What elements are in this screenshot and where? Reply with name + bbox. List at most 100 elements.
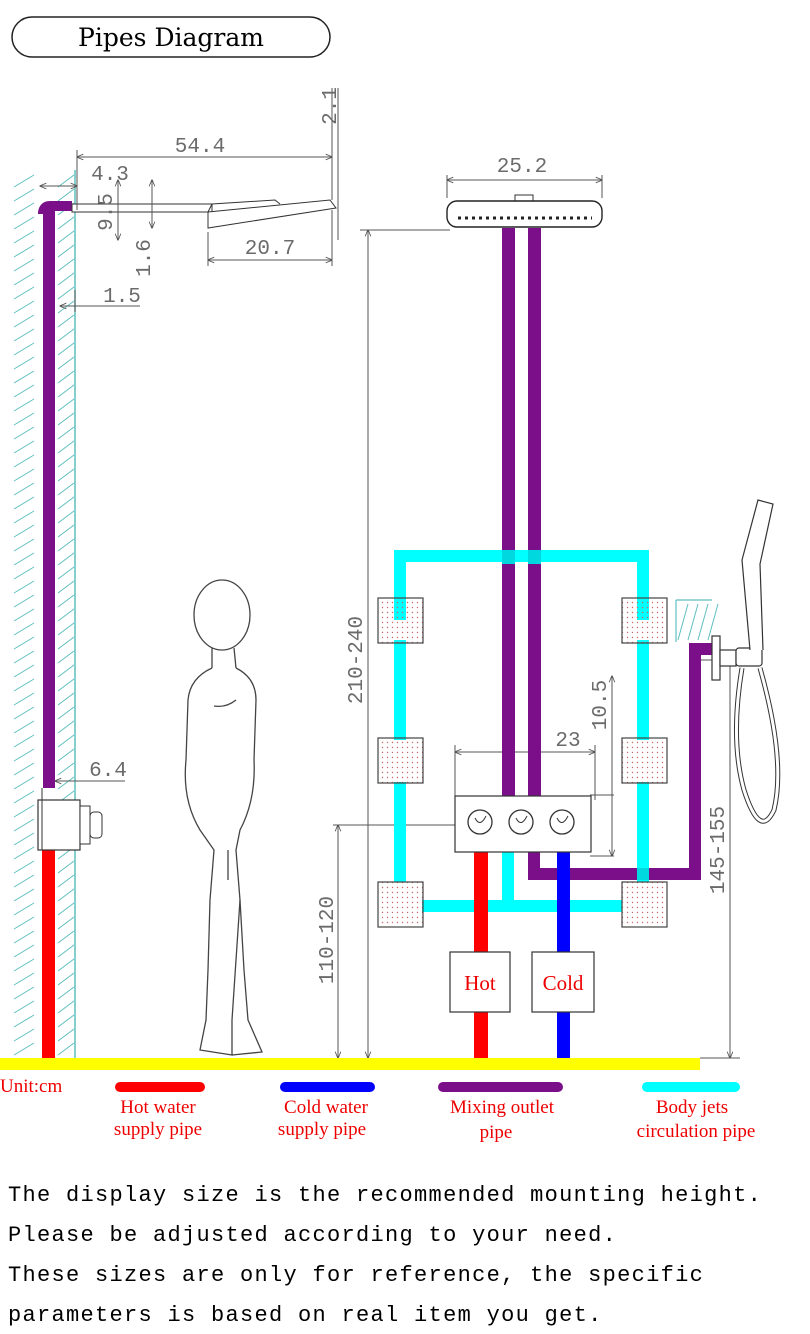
cold-box: Cold <box>531 951 595 1013</box>
wall-hatch-line <box>57 314 75 328</box>
svg-text:Body jets: Body jets <box>656 1097 728 1118</box>
wall-hatch-line <box>13 748 35 762</box>
svg-text:pipe: pipe <box>480 1122 513 1143</box>
wall-hatch-line <box>13 510 35 524</box>
wall-hatch-line <box>13 412 35 426</box>
wall-hatch-line <box>57 1014 75 1028</box>
body-jets-pipe <box>394 550 649 912</box>
wall-hatch-line <box>57 706 75 720</box>
wall-hatch-line <box>13 314 35 328</box>
wall-hatch-line <box>13 1028 35 1042</box>
wall-hatch-line <box>13 790 35 804</box>
left-dimensions: 54.4 4.3 9.5 1.6 20.7 2.1 1.5 6.4 <box>40 87 343 783</box>
hand-shower <box>711 499 781 824</box>
title-badge: Pipes Diagram <box>11 16 331 58</box>
wall-hatch-line <box>57 300 75 314</box>
note-line-1: The display size is the recommended moun… <box>8 1183 763 1208</box>
body-jet <box>377 881 424 928</box>
wall-hatch-line <box>13 328 35 342</box>
wall-hatch-line <box>13 986 35 1000</box>
wall-hatch-line <box>13 664 35 678</box>
wall-hatch-line <box>13 832 35 846</box>
wall-hatch-line <box>57 776 75 790</box>
wall-hatch-line <box>57 230 75 244</box>
wall-hatch-line <box>57 720 75 734</box>
wall-hatch-line <box>57 664 75 678</box>
wall-hatch-line <box>13 370 35 384</box>
wall-hatch-line <box>13 916 35 930</box>
wall-hatch-line <box>57 692 75 706</box>
svg-text:Mixing outlet: Mixing outlet <box>450 1097 555 1118</box>
wall-hatch-line <box>13 804 35 818</box>
wall-hatch-line <box>57 510 75 524</box>
legend-item-cold: Cold water supply pipe <box>278 1082 375 1140</box>
wall-hatch-line <box>13 650 35 664</box>
wall-hatch-line <box>13 1042 35 1056</box>
wall-hatch-line <box>13 594 35 608</box>
wall-hatch-line <box>13 902 35 916</box>
unit-label: Unit:cm <box>0 1076 62 1097</box>
svg-text:Cold water: Cold water <box>284 1097 369 1118</box>
wall-hatch-line <box>13 244 35 258</box>
wall-hatch-line <box>13 972 35 986</box>
wall-hatch-line <box>57 650 75 664</box>
dim-210-240: 210-240 <box>346 616 369 704</box>
wall-hatch-line <box>57 454 75 468</box>
wall-hatch-line <box>13 482 35 496</box>
wall-hatch-line <box>13 552 35 566</box>
right-dimensions: 25.2 210-240 110-120 23 10.5 145-155 <box>317 156 740 1058</box>
wall-hatch-line <box>697 603 709 641</box>
wall-hatch-line <box>13 300 35 314</box>
human-figure <box>184 579 263 1056</box>
legend-item-bodyjets: Body jets circulation pipe <box>637 1082 755 1142</box>
side-shower-head <box>71 199 337 229</box>
wall-hatch-line <box>13 258 35 272</box>
wall-hatch-line <box>57 958 75 972</box>
wall-hatch-line <box>57 384 75 398</box>
hot-box: Hot <box>449 951 511 1013</box>
wall-hatch-line <box>13 944 35 958</box>
dim-10-5: 10.5 <box>590 680 613 730</box>
note-line-2: Please be adjusted according to your nee… <box>8 1223 618 1248</box>
wall-hatch-line <box>57 902 75 916</box>
wall-hatch-line <box>57 874 75 888</box>
cold-label: Cold <box>543 971 584 995</box>
body-jet <box>621 881 668 928</box>
wall-hatch-line <box>13 720 35 734</box>
wall-hatch-line <box>13 860 35 874</box>
svg-text:Hot water: Hot water <box>120 1097 196 1118</box>
wall-hatch-line <box>57 1042 75 1056</box>
wall-hatch-line <box>57 426 75 440</box>
wall-hatch-line <box>57 524 75 538</box>
wall-hatch-line <box>57 328 75 342</box>
wall-hatch-line <box>13 762 35 776</box>
wall-hatch-line <box>13 734 35 748</box>
left-pipes <box>38 201 72 1060</box>
wall-hatch-line <box>57 622 75 636</box>
wall-hatch-line <box>13 888 35 902</box>
wall-hatch-line <box>13 454 35 468</box>
wall-hatch-line <box>13 818 35 832</box>
dim-9-5: 9.5 <box>96 193 119 231</box>
wall-hatch-line <box>13 496 35 510</box>
wall-hatch-line <box>57 930 75 944</box>
wall-hatch-line <box>13 874 35 888</box>
wall-hatch-line <box>57 342 75 356</box>
wall-hatch-line <box>57 496 75 510</box>
dim-23: 23 <box>555 730 580 753</box>
dim-6-4: 6.4 <box>89 760 127 783</box>
dim-2-1: 2.1 <box>320 87 343 125</box>
wall-hatch-line <box>57 244 75 258</box>
wall-hatch-line <box>57 174 75 188</box>
overhead-shower-head <box>446 194 603 228</box>
wall-hatch-line <box>677 603 689 641</box>
wall-hatch-line <box>13 692 35 706</box>
left-valve <box>37 788 103 851</box>
wall-hatch-line <box>57 1000 75 1014</box>
wall-hatch-line <box>57 258 75 272</box>
wall-hatch-line <box>13 342 35 356</box>
wall-hatch-line <box>57 370 75 384</box>
wall-hatch-line <box>57 678 75 692</box>
wall-hatch-line <box>13 174 35 188</box>
wall-hatch-line <box>13 398 35 412</box>
